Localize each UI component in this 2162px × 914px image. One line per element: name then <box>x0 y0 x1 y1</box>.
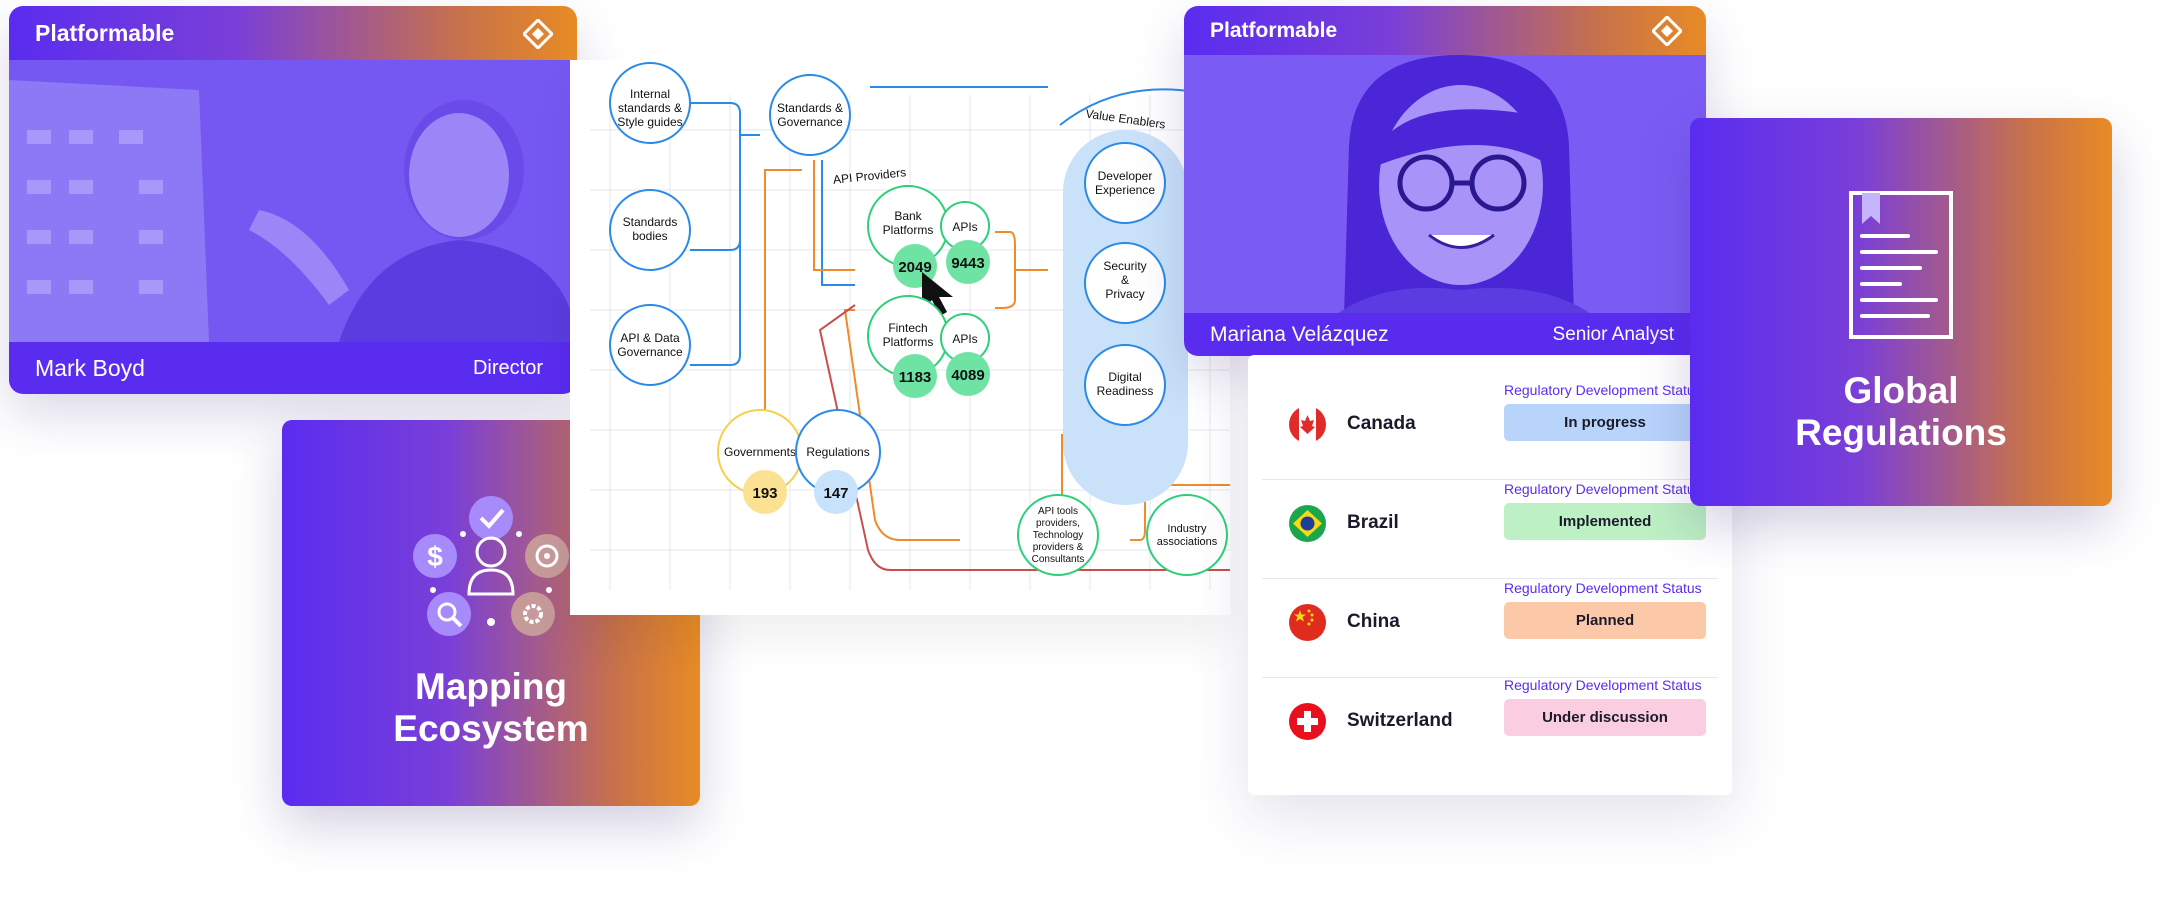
node-industry-associations <box>1146 494 1228 576</box>
video-header: Platformable <box>9 6 577 60</box>
country-name: Brazil <box>1347 512 1399 533</box>
mouse-cursor-icon <box>922 272 953 316</box>
status-badge: In progress <box>1504 404 1706 441</box>
bank-apis-bubble <box>946 240 990 284</box>
fintech-apis-label: APIs <box>952 332 977 346</box>
node-api-data-gov-1: API & Data <box>620 331 680 345</box>
table-row[interactable]: Canada Regulatory Development Status In … <box>1262 380 1718 480</box>
enabler-dr-1: Digital <box>1108 370 1141 384</box>
fintech-count: 1183 <box>899 369 932 386</box>
platformable-logo-icon <box>1652 16 1682 46</box>
node-sg-line2: Governance <box>777 115 843 129</box>
fintech-apis-count: 4089 <box>951 367 984 384</box>
bank-label-1: Bank <box>894 209 922 223</box>
bank-count: 2049 <box>898 259 931 276</box>
brand-label: Platformable <box>1210 18 1338 42</box>
status-label: Regulatory Development Status <box>1504 677 1702 693</box>
node-standards-bodies-1: Standards <box>623 215 678 229</box>
enabler-dx-2: Experience <box>1095 183 1155 197</box>
status-label: Regulatory Development Status <box>1504 481 1702 497</box>
platformable-logo-icon <box>523 19 553 49</box>
tile-title-line1: Global <box>1843 370 1959 411</box>
table-row[interactable]: China Regulatory Development Status Plan… <box>1262 578 1718 678</box>
country-name: Canada <box>1347 413 1416 434</box>
tile-title-line2: Regulations <box>1795 412 2007 453</box>
table-row[interactable]: Brazil Regulatory Development Status Imp… <box>1262 479 1718 579</box>
bank-apis-label: APIs <box>952 220 977 234</box>
api-tools-1: API tools <box>1038 506 1078 517</box>
speaker-name: Mark Boyd <box>35 354 145 381</box>
fintech-label-1: Fintech <box>888 321 927 335</box>
china-flag-icon <box>1289 604 1326 641</box>
speaker-video-feed <box>9 60 577 342</box>
global-regulations-tile[interactable]: Global Regulations <box>1690 118 2112 506</box>
node-standards-bodies-2: bodies <box>632 229 667 243</box>
governments-label: Governments <box>724 445 796 459</box>
left-nodes: Internal standards & Style guides Standa… <box>609 62 691 386</box>
fintech-label-2: Platforms <box>883 335 934 349</box>
fintech-count-bubble <box>893 354 937 398</box>
tile-title-line2: Ecosystem <box>393 708 589 749</box>
status-label: Regulatory Development Status <box>1504 580 1702 596</box>
industry-1: Industry <box>1167 523 1207 535</box>
node-sg-line1: Standards & <box>777 101 843 115</box>
node-api-tools <box>1017 494 1099 576</box>
node-internal-standards-2: standards & <box>618 101 682 115</box>
ecosystem-diagram: Internal standards & Style guides Standa… <box>570 60 1230 615</box>
video-card-mark-boyd[interactable]: Platformable Mark Boyd Director <box>9 6 577 394</box>
value-enablers-title: Value Enablers <box>1085 107 1167 132</box>
industry-2: associations <box>1157 536 1218 548</box>
enabler-dr-2: Readiness <box>1097 384 1154 398</box>
node-internal-standards-1: Internal <box>630 87 670 101</box>
video-caption-bar: Mariana Velázquez Senior Analyst <box>1184 313 1706 356</box>
node-api-data-gov-2: Governance <box>617 345 683 359</box>
enabler-sec-2: & <box>1121 273 1129 287</box>
bank-label-2: Platforms <box>883 223 934 237</box>
speaker-photo <box>1184 55 1706 316</box>
bank-apis-count: 9443 <box>951 255 984 272</box>
node-standards-governance <box>769 74 851 156</box>
speaker-role: Senior Analyst <box>1552 323 1674 345</box>
country-name: China <box>1347 611 1400 632</box>
api-tools-4: providers & <box>1033 542 1084 553</box>
brand-label: Platformable <box>35 19 175 46</box>
tile-title-line1: Mapping <box>414 666 568 707</box>
governments-count: 193 <box>752 485 777 502</box>
governments-bubble <box>743 470 787 514</box>
api-tools-5: Consultants <box>1032 554 1085 565</box>
fintech-apis-bubble <box>946 352 990 396</box>
api-tools-3: Technology <box>1033 530 1084 541</box>
regulations-count: 147 <box>823 485 848 502</box>
mapping-ecosystem-tile[interactable]: $ Mapping Ecosystem <box>282 420 700 806</box>
video-header: Platformable <box>1184 6 1706 55</box>
svg-text:$: $ <box>427 541 443 572</box>
document-icon <box>1849 191 1953 339</box>
video-caption-bar: Mark Boyd Director <box>9 342 577 394</box>
enabler-sec-1: Security <box>1103 259 1146 273</box>
enabler-dx-1: Developer <box>1098 169 1153 183</box>
speaker-role: Director <box>472 356 543 379</box>
status-badge: Implemented <box>1504 503 1706 540</box>
status-badge: Planned <box>1504 602 1706 639</box>
ecosystem-icon: $ <box>413 496 569 636</box>
video-card-mariana[interactable]: Platformable Mariana Velázquez Senior An… <box>1184 6 1706 356</box>
node-internal-standards-3: Style guides <box>617 115 682 129</box>
enabler-sec-3: Privacy <box>1105 287 1144 301</box>
canada-flag-icon <box>1289 406 1326 443</box>
speaker-video-feed <box>1184 55 1706 316</box>
speaker-photo <box>9 60 577 342</box>
status-badge: Under discussion <box>1504 699 1706 736</box>
regulations-status-card: Canada Regulatory Development Status In … <box>1248 355 1732 795</box>
table-row[interactable]: Switzerland Regulatory Development Statu… <box>1262 677 1718 776</box>
api-providers-title: API Providers <box>832 165 906 187</box>
regulations-label: Regulations <box>806 445 869 459</box>
switzerland-flag-icon <box>1289 703 1326 740</box>
regulations-bubble <box>814 470 858 514</box>
api-tools-2: providers, <box>1036 518 1080 529</box>
country-name: Switzerland <box>1347 710 1453 731</box>
status-label: Regulatory Development Status <box>1504 382 1702 398</box>
brazil-flag-icon <box>1289 505 1326 542</box>
speaker-name: Mariana Velázquez <box>1210 322 1389 346</box>
diagram-canvas: Internal standards & Style guides Standa… <box>590 62 1230 590</box>
